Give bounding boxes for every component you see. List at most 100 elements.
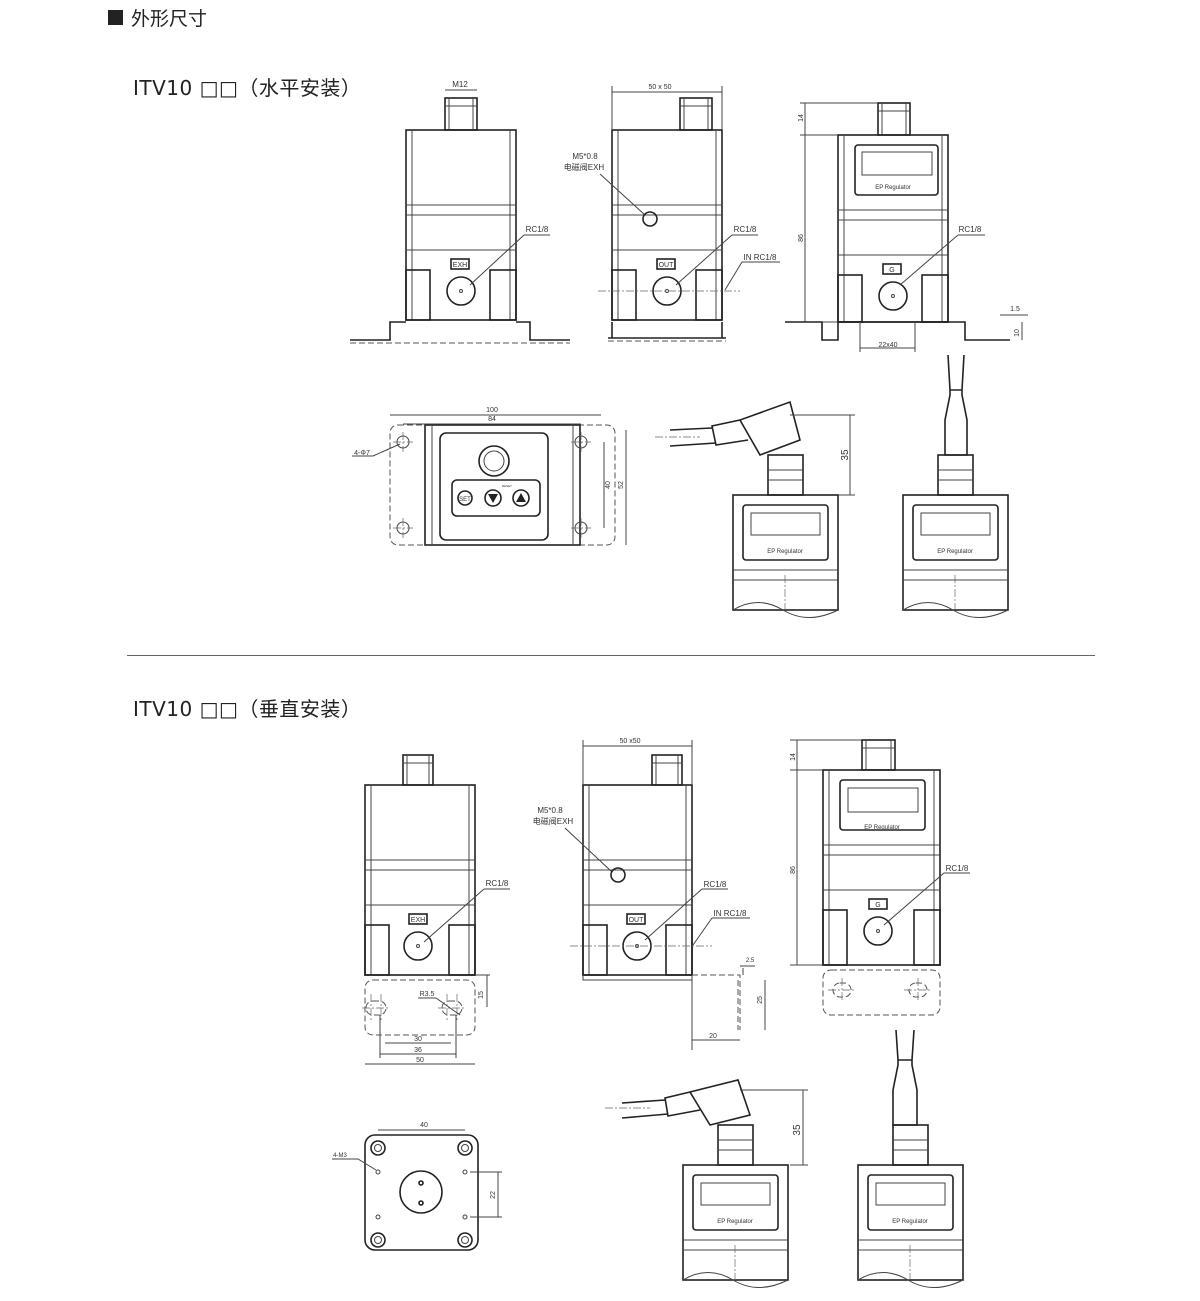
connector-nut [717,1124,754,1166]
connector-nut [877,102,911,136]
mounting-foot [913,909,941,966]
drawing-line [838,209,948,256]
drawing-line [732,602,839,618]
connector-nut [937,454,974,496]
port-label-box [626,913,646,925]
connector-nut [767,454,804,496]
drawing-line [423,888,510,943]
height-25: 25 [757,996,764,1004]
mount-hole-inner [461,1236,469,1244]
drawing-line [800,102,878,323]
flange-plate [364,1134,479,1251]
drawing-line [611,86,723,130]
m3-hole [375,1169,381,1175]
port-label-box [656,258,676,270]
lcd-window [847,787,919,813]
port-label: G [889,267,894,274]
exhaust-port [642,211,658,227]
port-label: OUT [659,262,675,269]
connector-nut [892,1124,929,1166]
pin-hole [418,1180,424,1186]
width-dim: 50 x50 [619,738,640,745]
drawing-line [393,432,413,452]
port-circle [652,276,682,306]
pin-hole [418,1200,424,1206]
height-86: 86 [790,866,797,874]
mounting-foot [837,274,863,323]
mount-hole [457,1232,473,1248]
device-body [582,784,693,976]
drawing-line [893,1139,928,1151]
radius-r35: R3.5 [420,991,435,998]
mounting-foot [695,269,723,321]
drawing-line [740,1089,808,1166]
height-35: 35 [792,1124,803,1136]
height-86: 86 [798,234,805,242]
drawing-line [470,1171,502,1218]
drawing-line [571,432,591,452]
front-face [439,432,549,541]
drawing-line [469,234,550,286]
height-14: 14 [790,753,797,761]
drawing-line [564,827,613,873]
in-port-label: IN RC1/8 [714,909,747,918]
lcd-window [700,1182,771,1206]
drawing-line [406,204,516,251]
center-boss [399,1170,443,1214]
width-30: 30 [414,1036,422,1043]
drawing-line [899,234,985,286]
brand-label: EP Regulator [767,549,803,555]
port-label-box [408,913,428,925]
display-panel [867,1174,954,1231]
port-label-box [882,263,902,275]
mount-hole-inner [461,1144,469,1152]
port-center [876,929,880,933]
lcd-window [920,512,991,536]
drawing-line [652,755,682,785]
drawing-line [857,1272,964,1288]
lcd-window [875,1182,946,1206]
device-body [611,129,723,321]
mounting-foot [822,909,848,966]
drawing-line [403,755,433,785]
drawing-line [790,739,862,966]
drawing-line [332,1158,377,1171]
drawing-line [733,569,838,581]
port-circle [446,276,476,306]
display-panel [854,144,939,196]
m3-hole [375,1214,381,1220]
drawing-line [362,994,390,1022]
width-84: 84 [488,416,496,423]
m3-hole [462,1169,468,1175]
mounting-foot [489,269,517,321]
reset-label: RESET [502,484,512,488]
horizontal-mount-title: ITV10 □□（水平安装） [133,76,362,100]
width-100: 100 [486,407,498,414]
pitch-22x40: 22x40 [878,342,897,349]
drawing-line [858,1239,963,1251]
drawing-line [823,844,940,891]
port-circle [878,281,908,311]
brand-label: EP Regulator [864,825,900,831]
drawing-line [644,888,728,941]
drawing-line [904,978,932,1002]
height-10: 10 [1014,329,1021,337]
holes-label: 4-Φ7 [354,450,370,457]
drawing-line [828,770,935,965]
lcd-window [861,151,933,176]
display-panel [912,504,999,561]
port-label: G [875,902,880,909]
device-body [405,129,517,321]
vertical-mount-title: ITV10 □□（垂直安装） [133,697,362,721]
port-label: EXH [453,262,467,269]
drawing-line [718,1139,753,1151]
drawing-line [365,1015,475,1065]
height-52: 52 [618,481,625,489]
drawing-line [790,414,855,496]
angled-cable [621,1079,752,1126]
section-header: 外形尺寸 [108,4,207,31]
mount-hole [370,1232,386,1248]
drawing-line [859,322,916,352]
drawing-line [843,135,943,322]
rc18-label: RC1/8 [946,864,969,873]
